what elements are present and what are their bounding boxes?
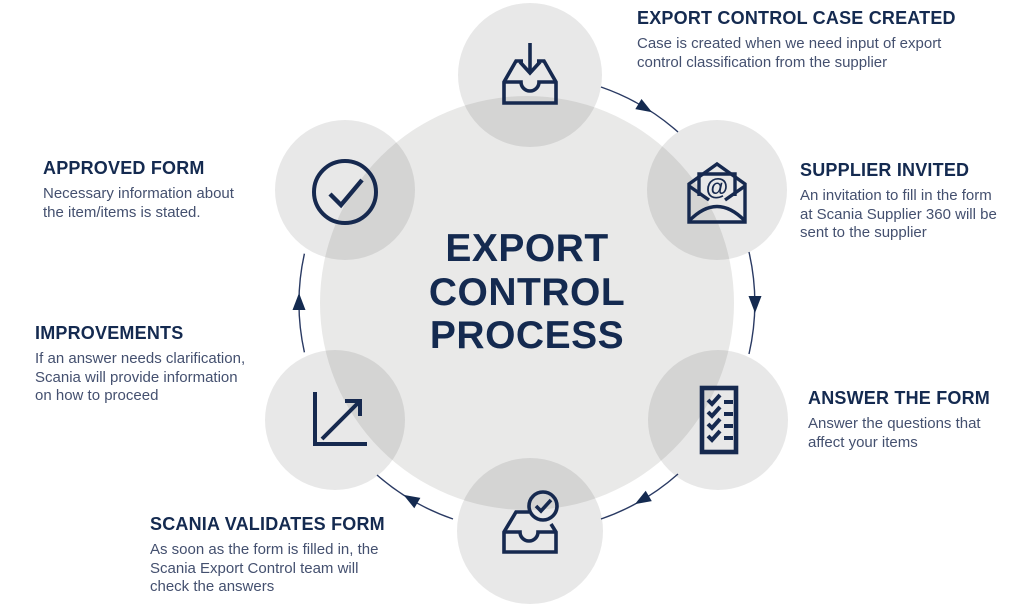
arrowhead [292, 293, 306, 310]
growth-chart-icon [295, 380, 375, 460]
step-title: SCANIA VALIDATES FORM [150, 514, 385, 534]
step-description: An invitation to fill in the form at Sca… [800, 187, 997, 242]
step-description: Case is created when we need input of ex… [637, 35, 942, 71]
step-description: Answer the questions that affect your it… [808, 415, 981, 451]
step-approved-form: APPROVED FORM Necessary information abou… [43, 158, 283, 222]
arrowhead [635, 99, 653, 113]
inbox-check-icon [490, 484, 570, 564]
step-title: IMPROVEMENTS [35, 323, 184, 343]
step-case-created: EXPORT CONTROL CASE CREATED Case is crea… [637, 8, 997, 72]
step-circle-supplier-invited [647, 120, 787, 260]
step-scania-validates: SCANIA VALIDATES FORM As soon as the for… [150, 514, 430, 597]
svg-text:@: @ [706, 174, 728, 200]
center-circle [320, 96, 734, 510]
step-answer-the-form: ANSWER THE FORM Answer the questions tha… [808, 388, 1024, 452]
step-title: ANSWER THE FORM [808, 388, 990, 408]
step-supplier-invited: SUPPLIER INVITED An invitation to fill i… [800, 160, 1024, 243]
step-title: APPROVED FORM [43, 158, 205, 178]
arrow-answer-to-validates [600, 473, 679, 520]
inbox-download-icon [490, 37, 570, 117]
step-title: EXPORT CONTROL CASE CREATED [637, 8, 956, 28]
checklist-icon [678, 380, 758, 460]
step-description: As soon as the form is filled in, the Sc… [150, 541, 379, 596]
envelope-at-icon: @ [677, 150, 757, 230]
arrowhead [634, 490, 652, 505]
check-circle-icon [305, 152, 385, 232]
step-circle-improvements [265, 350, 405, 490]
step-description: If an answer needs clarification, Scania… [35, 350, 246, 405]
arrowhead [403, 494, 421, 509]
step-circle-approved-form [275, 120, 415, 260]
step-circle-scania-validates [457, 458, 603, 604]
arrowhead [748, 296, 762, 313]
diagram-title: EXPORT CONTROL PROCESS [428, 227, 626, 358]
step-title: SUPPLIER INVITED [800, 160, 970, 180]
step-improvements: IMPROVEMENTS If an answer needs clarific… [35, 323, 285, 406]
step-description: Necessary information about the item/ite… [43, 185, 234, 221]
